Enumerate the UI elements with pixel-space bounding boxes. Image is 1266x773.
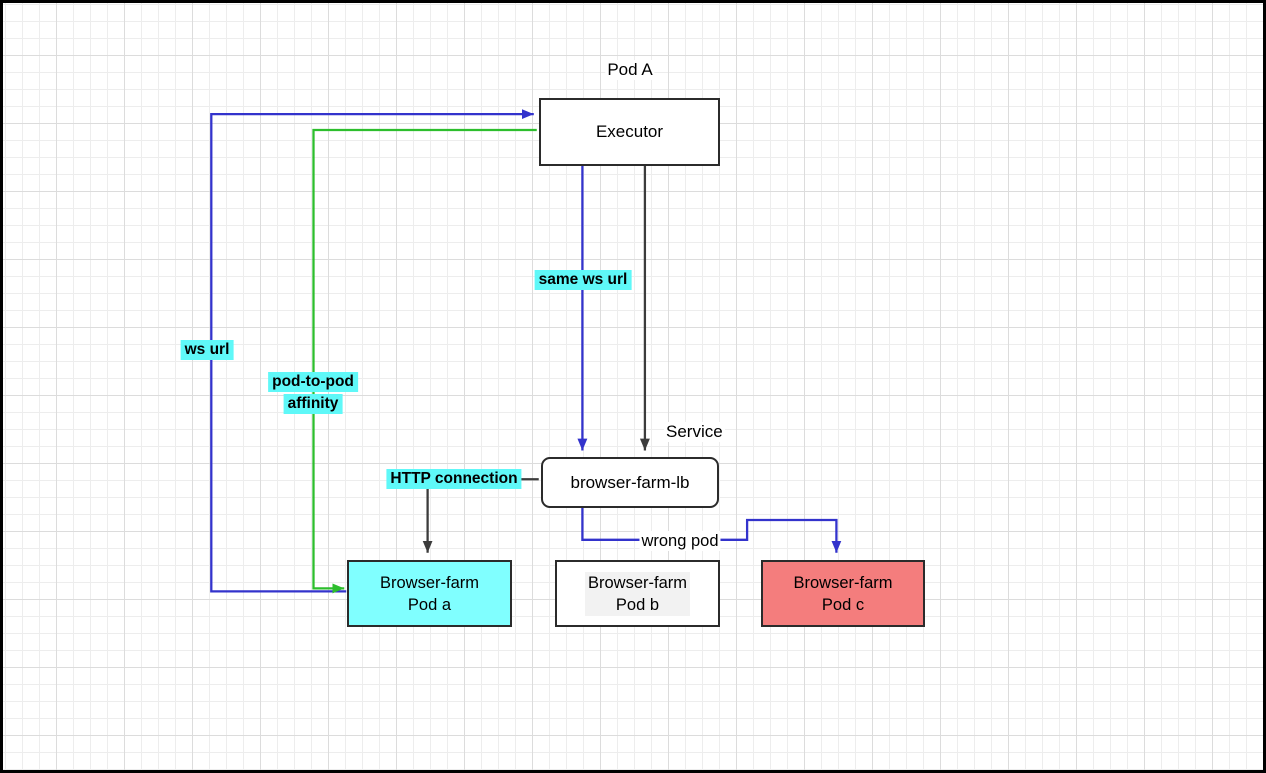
pod-to-pod-label: pod-to-pod xyxy=(268,372,358,392)
edge-ws-url xyxy=(210,109,534,593)
ws-url-label: ws url xyxy=(180,340,234,360)
node-pod-c-label: Browser-farm Pod c xyxy=(793,573,893,614)
node-pod-b-label: Browser-farm Pod b xyxy=(584,571,690,616)
wrong-pod-label: wrong pod xyxy=(639,531,721,551)
node-pod-a-label: Browser-farm Pod a xyxy=(379,573,479,614)
edge-wrong-pod xyxy=(581,504,842,553)
pod-a-group-label: Pod A xyxy=(605,60,655,80)
node-browser-farm-pod-a[interactable]: Browser-farm Pod a xyxy=(347,560,512,627)
http-connection-label: HTTP connection xyxy=(386,469,522,489)
node-browser-farm-pod-b[interactable]: Browser-farm Pod b xyxy=(555,560,720,627)
same-ws-url-label: same ws url xyxy=(534,270,632,290)
node-executor[interactable]: Executor xyxy=(539,98,720,166)
node-executor-label: Executor xyxy=(595,122,664,141)
node-browser-farm-lb-label: browser-farm-lb xyxy=(570,472,690,492)
service-label: Service xyxy=(664,422,725,442)
edge-pod-to-pod-affinity xyxy=(312,128,537,594)
affinity-label: affinity xyxy=(283,394,343,414)
edge-http-connection xyxy=(422,478,539,553)
node-browser-farm-lb[interactable]: browser-farm-lb xyxy=(541,457,719,508)
node-browser-farm-pod-c[interactable]: Browser-farm Pod c xyxy=(761,560,925,627)
